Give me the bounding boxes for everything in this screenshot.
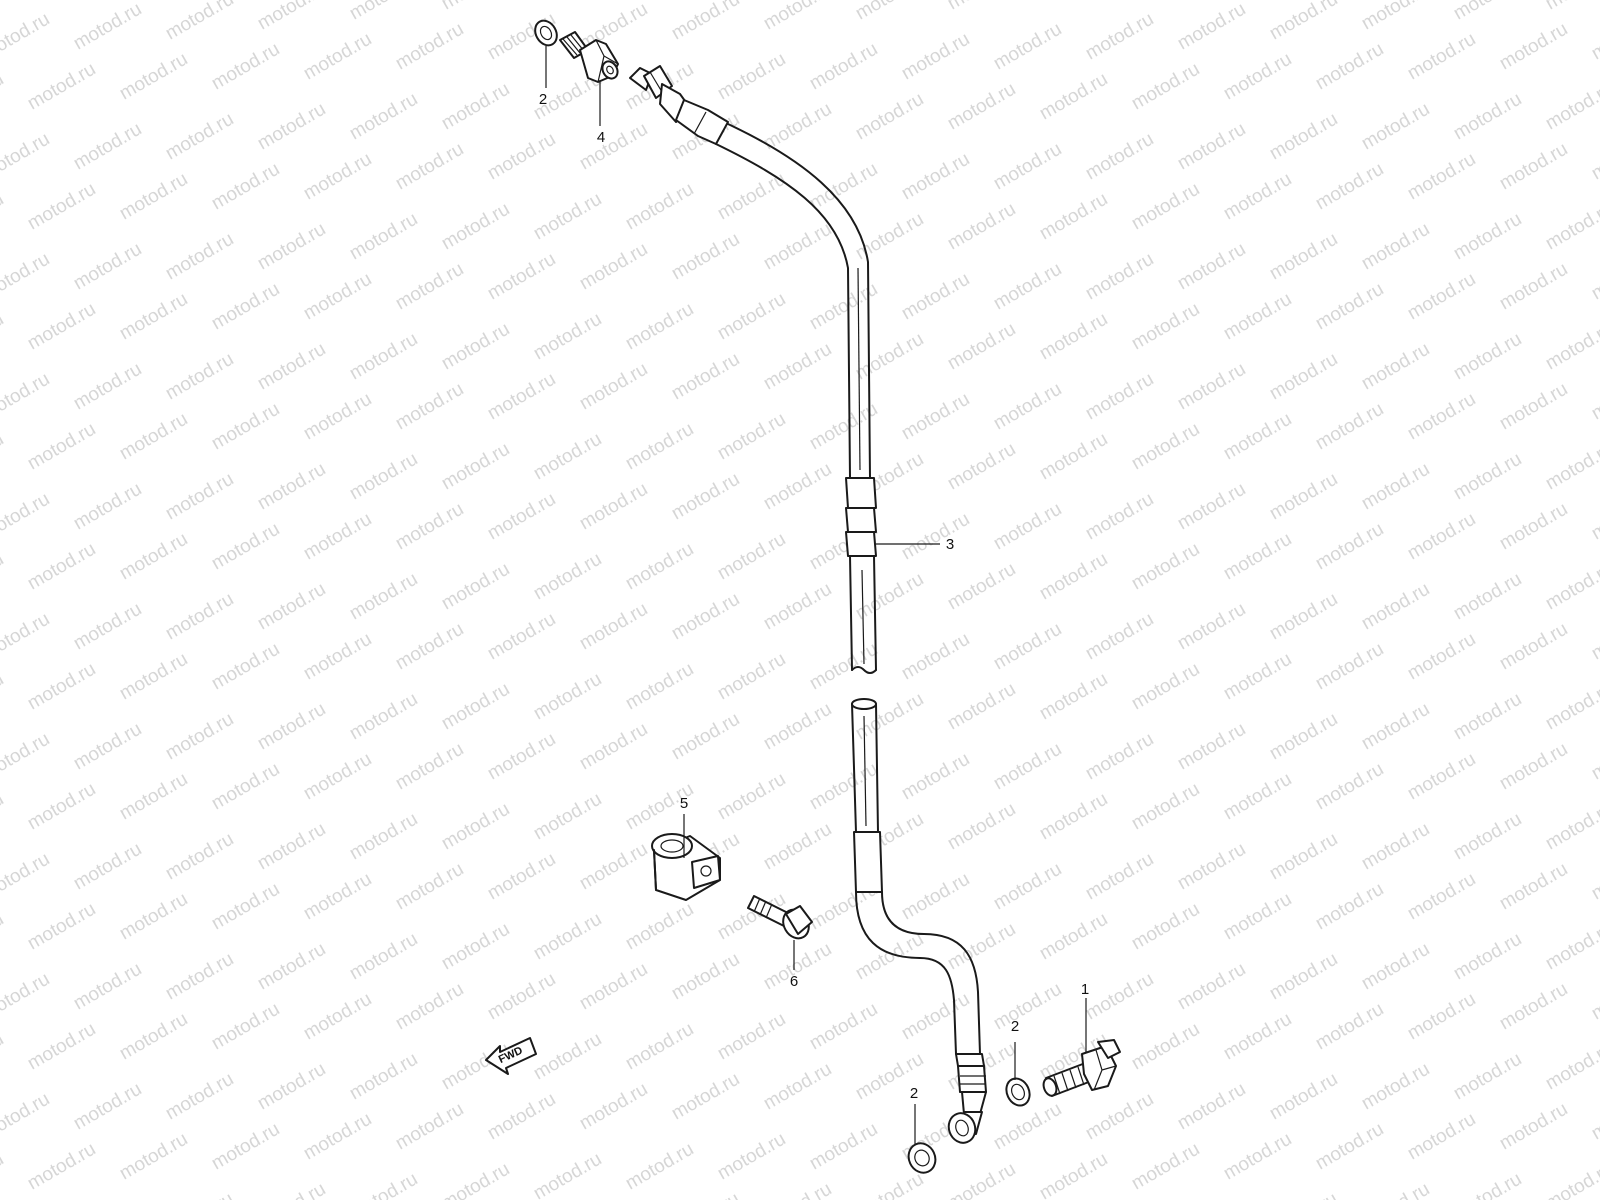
hose-clamp-icon (651, 833, 721, 901)
callout-clamp: 5 (680, 795, 688, 812)
brake-hose-icon (629, 65, 987, 1144)
callout-union-nut: 4 (597, 129, 605, 146)
callouts: 2 4 3 5 6 1 2 2 (539, 91, 1089, 1102)
clamp-bolt-icon (747, 895, 813, 940)
fwd-arrow-icon: FWD (485, 1037, 537, 1075)
washer-icon (907, 1142, 937, 1174)
callout-brake-hose: 3 (946, 536, 954, 553)
callout-washer-right: 2 (1011, 1018, 1019, 1035)
banjo-bolt-icon (1042, 1039, 1121, 1097)
union-nut-icon (559, 31, 619, 83)
callout-washer-top: 2 (539, 91, 547, 108)
washer-icon (534, 19, 558, 47)
callout-banjo-bolt: 1 (1081, 981, 1089, 998)
callout-clamp-bolt: 6 (790, 973, 798, 990)
washer-icon (1005, 1077, 1031, 1107)
callout-washer-bottom: 2 (910, 1085, 918, 1102)
leader-lines (545, 46, 1087, 1144)
